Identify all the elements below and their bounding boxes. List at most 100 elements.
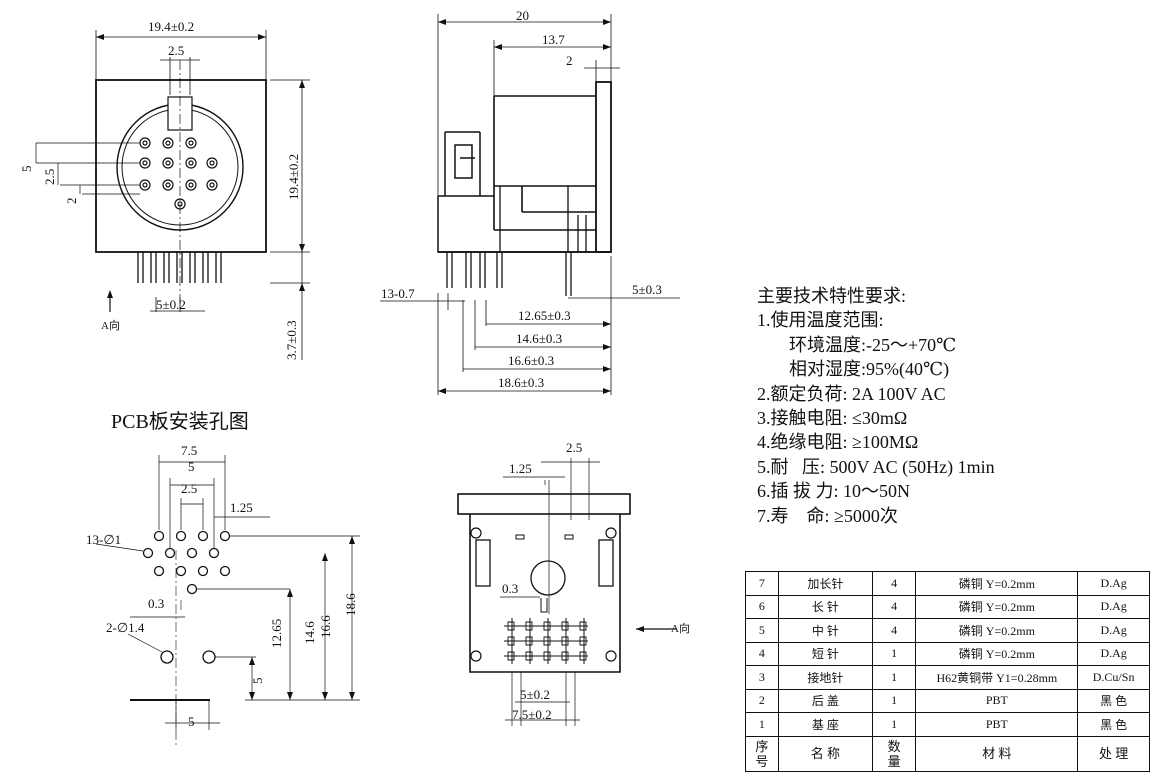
technical-specs: 主要技术特性要求: 1.使用温度范围: 环境温度:-25～+70℃ 相对湿度:9… [757, 284, 1142, 528]
bom-cell: 6 [745, 594, 779, 619]
dim-bottom-7-5-0-2: 7.5±0.2 [512, 707, 552, 722]
bom-cell: 磷铜 Y=0.2mm [915, 618, 1079, 643]
bom-cell: D.Ag [1077, 618, 1150, 643]
bom-cell: 基 座 [777, 712, 873, 737]
dim-bottom-1-25: 1.25 [509, 461, 532, 476]
bom-cell: D.Ag [1077, 594, 1150, 619]
bom-header-cell: 名 称 [777, 735, 873, 772]
bom-cell: 中 针 [777, 618, 873, 643]
bom-header-cell: 材 料 [915, 735, 1079, 772]
spec-withstand-voltage: 5.耐 压: 500V AC (50Hz) 1min [757, 456, 995, 477]
dim-front-width: 19.4±0.2 [148, 19, 194, 34]
bom-cell: PBT [915, 712, 1079, 737]
bottom-view [457, 458, 676, 726]
bom-cell: 7 [745, 571, 779, 596]
dim-bottom-0-3: 0.3 [502, 581, 518, 596]
dim-pcb-16-6: 16.6 [318, 615, 333, 638]
bom-cell: 磷铜 Y=0.2mm [915, 571, 1079, 596]
pcb-hole-layout [95, 455, 360, 745]
dim-pcb-v5: 5 [250, 678, 265, 685]
bom-cell: 3 [745, 665, 779, 690]
spec-insulation-resistance: 4.绝缘电阻: ≥100MΩ [757, 432, 919, 453]
dim-side-12-65: 12.65±0.3 [518, 308, 571, 323]
dim-bottom-5-0-2: 5±0.2 [520, 687, 550, 702]
dim-side-14-6: 14.6±0.3 [516, 331, 562, 346]
front-view [35, 30, 310, 360]
dim-pcb-18-6: 18.6 [343, 593, 358, 616]
dim-pcb-5: 5 [188, 459, 195, 474]
bom-cell: 1 [871, 712, 917, 737]
dim-side-total: 20 [516, 8, 529, 23]
dim-pitch-5: 5 [19, 166, 34, 173]
dim-side-2: 2 [566, 53, 573, 68]
bom-cell: 1 [745, 712, 779, 737]
dim-pcb-12-65: 12.65 [269, 619, 284, 648]
bottom-view-a-label: A向 [671, 621, 690, 635]
spec-insertion-force: 6.插 拔 力: 10～50N [757, 481, 910, 502]
pcb-holes [142, 530, 231, 664]
specs-title: 主要技术特性要求: [757, 286, 907, 306]
bom-cell: D.Cu/Sn [1077, 665, 1150, 690]
dim-pcb-2-5: 2.5 [181, 481, 197, 496]
pcb-title: PCB板安装孔图 [111, 410, 249, 433]
dim-bottom-2-5: 2.5 [566, 440, 582, 455]
bom-header-row: 序号名 称数量材 料处 理 [745, 735, 1150, 772]
spec-lifetime: 7.寿 命: ≥5000次 [757, 505, 898, 526]
bom-header-cell: 序号 [745, 735, 779, 772]
dim-pcb-14-6: 14.6 [302, 621, 317, 644]
spec-rated-load: 2.额定负荷: 2A 100V AC [757, 383, 946, 404]
spec-humidity: 相对湿度:95%(40℃) [789, 359, 950, 380]
spec-temperature: 1.使用温度范围: [757, 310, 884, 331]
dim-pin-length: 3.7±0.3 [284, 320, 299, 360]
front-body-outline [95, 79, 267, 253]
dim-pitch-2: 2 [64, 198, 79, 205]
bom-cell: 磷铜 Y=0.2mm [915, 641, 1079, 666]
bom-cell: 1 [871, 641, 917, 666]
spec-ambient-temp: 环境温度:-25～+70℃ [789, 334, 957, 355]
dim-side-5-0-3: 5±0.3 [632, 282, 662, 297]
bom-cell: 1 [871, 665, 917, 690]
dim-pitch-2-5: 2.5 [42, 169, 57, 185]
bom-cell: 短 针 [777, 641, 873, 666]
bom-cell: 4 [745, 641, 779, 666]
dim-pcb-1-25: 1.25 [230, 500, 253, 515]
dim-side-16-6: 16.6±0.3 [508, 353, 554, 368]
bom-cell: 接地针 [777, 665, 873, 690]
bom-cell: 后 盖 [777, 688, 873, 713]
bom-cell: 5 [745, 618, 779, 643]
bom-cell: D.Ag [1077, 571, 1150, 596]
bom-cell: 黑 色 [1077, 688, 1150, 713]
bom-cell: 黑 色 [1077, 712, 1150, 737]
bom-cell: 加长针 [777, 571, 873, 596]
bom-cell: 长 针 [777, 594, 873, 619]
dim-front-height: 19.4±0.2 [286, 154, 301, 200]
dim-pcb-0-3: 0.3 [148, 596, 164, 611]
bom-cell: 4 [871, 618, 917, 643]
front-pins [137, 252, 222, 283]
dim-pin-spacing: 5±0.2 [156, 297, 186, 312]
dim-side-13-7: 13.7 [542, 32, 565, 47]
dim-key-width: 2.5 [168, 43, 184, 58]
bom-cell: D.Ag [1077, 641, 1150, 666]
bom-cell: PBT [915, 688, 1079, 713]
bom-cell: H62黄铜带 Y1=0.28mm [915, 665, 1079, 690]
bottom-pin-grid [504, 618, 588, 664]
bom-header-cell: 数量 [871, 735, 917, 772]
dim-pcb-hole-2: 2-∅1.4 [106, 620, 145, 635]
dim-side-18-6: 18.6±0.3 [498, 375, 544, 390]
bom-cell: 2 [745, 688, 779, 713]
front-pin-holes [139, 137, 218, 210]
bom-header-cell: 处 理 [1077, 735, 1150, 772]
bom-cell: 磷铜 Y=0.2mm [915, 594, 1079, 619]
bom-cell: 4 [871, 594, 917, 619]
dim-pcb-7-5: 7.5 [181, 443, 197, 458]
